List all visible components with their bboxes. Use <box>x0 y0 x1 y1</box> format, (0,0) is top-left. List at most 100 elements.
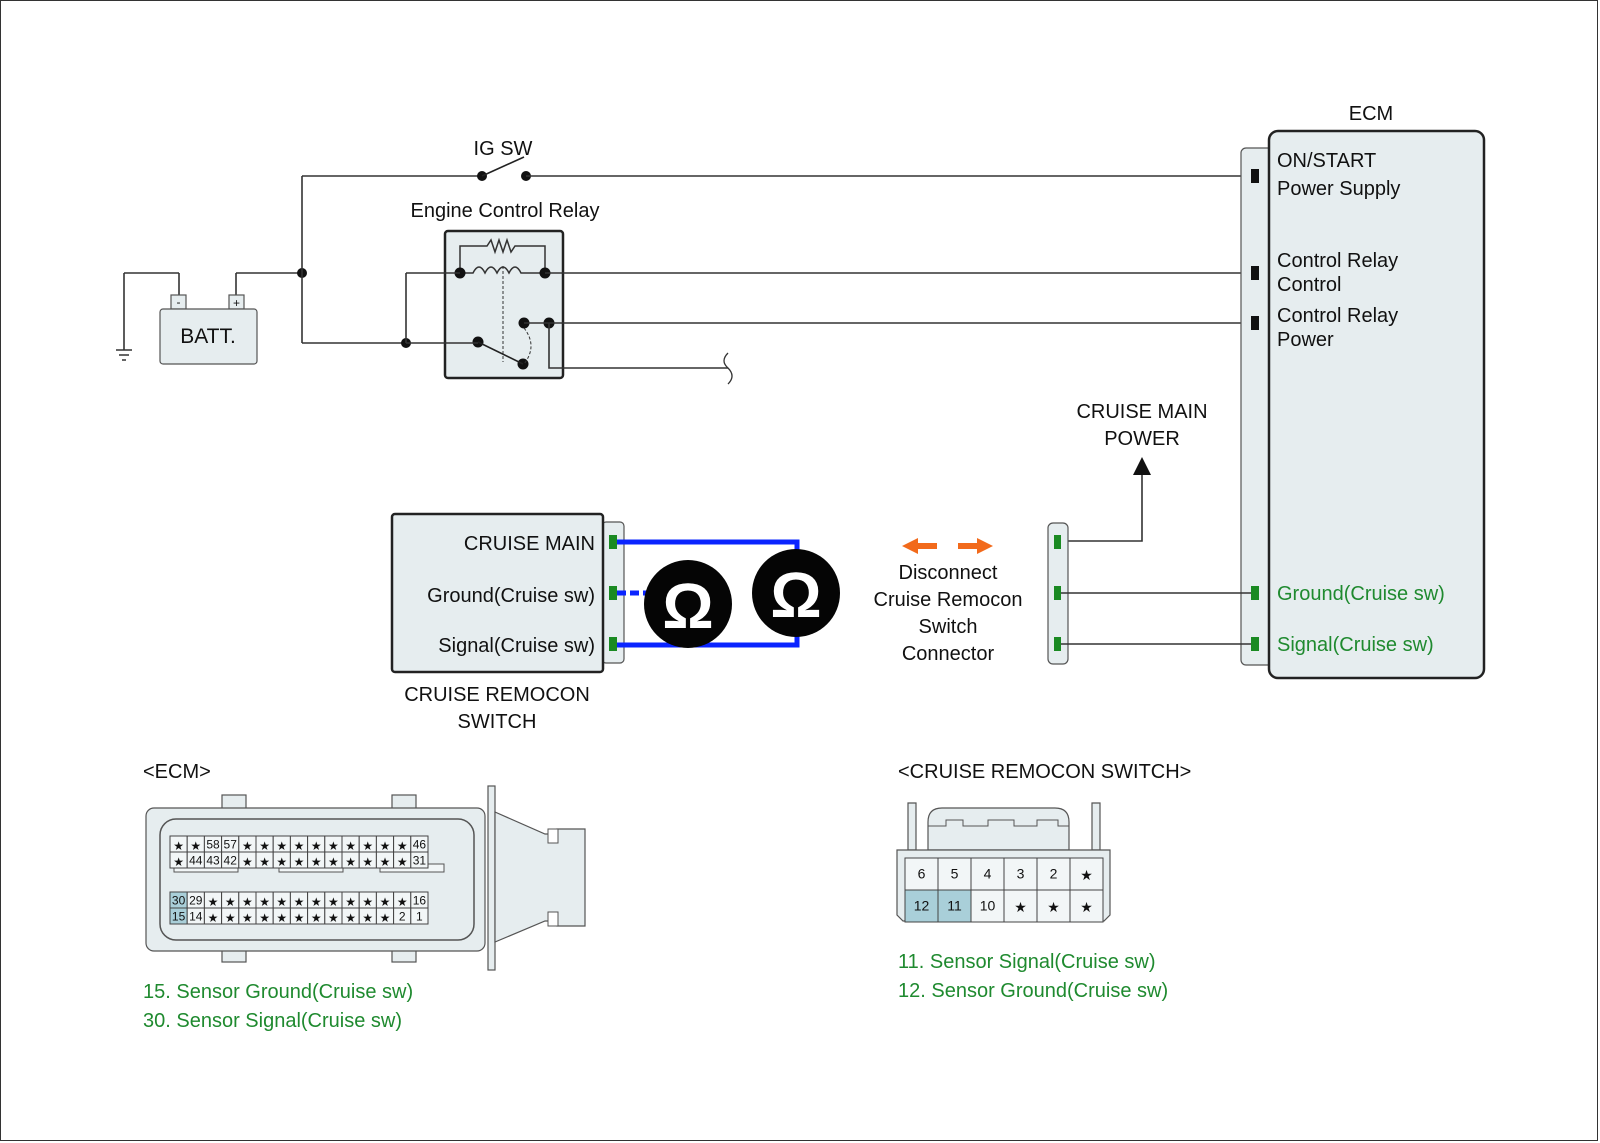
cruise-main-power-label-2: POWER <box>1104 428 1180 450</box>
ecm-pin-label: 43 <box>206 854 220 868</box>
ecm-pin-label: ★ <box>259 839 270 853</box>
disconnect-note-line: Connector <box>902 643 995 665</box>
switch-pin-label: ★ <box>1080 899 1093 915</box>
ecm-pin-label: ★ <box>311 911 322 925</box>
battery-minus-label: - <box>177 295 181 309</box>
disconnect-note: Disconnect Cruise Remocon Switch Connect… <box>874 562 1023 665</box>
cruise-main-power-label: CRUISE MAIN <box>1076 401 1207 423</box>
ecm-pin-label: ★ <box>242 839 253 853</box>
ecm-pin-on-start-2: Power Supply <box>1277 178 1400 200</box>
ecm-pin-label: ★ <box>362 895 373 909</box>
switch-pin-label: 12 <box>914 898 930 914</box>
ecm-pin-label: ★ <box>362 855 373 869</box>
ecm-pin-label: ★ <box>225 911 236 925</box>
switch-pin-cell <box>970 857 1005 891</box>
switch-pin-signal: Signal(Cruise sw) <box>438 635 595 657</box>
ecm-pin-label: ★ <box>328 855 339 869</box>
ohm-symbol: Ω <box>662 570 713 642</box>
ig-switch-label: IG SW <box>474 138 533 160</box>
ecm-pin-label: 1 <box>416 910 423 924</box>
switch-pin-label: 3 <box>1017 866 1025 882</box>
ecm-pin-label: 30 <box>172 894 186 908</box>
ecm-legend-item: 15. Sensor Ground(Cruise sw) <box>143 981 413 1003</box>
switch-pin-label: 2 <box>1050 866 1058 882</box>
ecm-pin-on-start: ON/START <box>1277 150 1376 172</box>
ecm-pin-label: 58 <box>206 838 220 852</box>
switch-pin-cell <box>1036 857 1071 891</box>
disconnect-note-line: Switch <box>919 616 978 638</box>
ecm-pin-label: ★ <box>345 839 356 853</box>
switch-pin-ground: Ground(Cruise sw) <box>427 585 595 607</box>
ecm-pin-label: ★ <box>397 839 408 853</box>
disconnect-note-line: Cruise Remocon <box>874 589 1023 611</box>
ecm-pin-label: ★ <box>362 911 373 925</box>
ecm-pin-label: ★ <box>328 839 339 853</box>
ecm-pin-label: ★ <box>242 855 253 869</box>
ecm-pin-relay-control: Control Relay <box>1277 250 1398 272</box>
arrow-up-icon <box>1133 457 1151 475</box>
ecm-pin-label: ★ <box>173 855 184 869</box>
ecm-pin-label: ★ <box>294 855 305 869</box>
switch-legend-item: 12. Sensor Ground(Cruise sw) <box>898 980 1168 1002</box>
ecm-pin-label: ★ <box>259 855 270 869</box>
switch-pin-cell <box>904 889 939 923</box>
ecm-pin-label: ★ <box>208 895 219 909</box>
ecm-title: ECM <box>1349 103 1393 125</box>
engine-control-relay: Engine Control Relay <box>411 200 600 380</box>
ecm-pin-label: 14 <box>189 910 203 924</box>
ecm-pin-label: 2 <box>399 910 406 924</box>
ohmmeter-icon[interactable]: Ω <box>752 549 840 637</box>
ecm-pin-signal: Signal(Cruise sw) <box>1277 634 1434 656</box>
ground-icon <box>116 273 132 361</box>
ecm-pin-label: ★ <box>208 911 219 925</box>
ecm-pin-label: 57 <box>224 838 238 852</box>
ecm-pin-label: ★ <box>294 911 305 925</box>
switch-pin-label: 11 <box>947 898 962 914</box>
ecm-pin-label: ★ <box>242 895 253 909</box>
cruise-remocon-switch: CRUISE MAIN Ground(Cruise sw) Signal(Cru… <box>390 512 625 733</box>
ecm-connector-title: <ECM> <box>143 761 211 783</box>
ecm-pin-label: ★ <box>225 895 236 909</box>
ecm-pin-relay-control-2: Control <box>1277 274 1341 296</box>
ecm-pin-relay-power: Control Relay <box>1277 305 1398 327</box>
ohm-symbol: Ω <box>770 559 821 631</box>
battery-label: BATT. <box>180 325 236 348</box>
disconnect-arrows-icon <box>902 538 993 554</box>
switch-pin-label: ★ <box>1014 899 1027 915</box>
ecm-pin-label: ★ <box>380 839 391 853</box>
battery: - + BATT. <box>159 294 258 365</box>
switch-pin-main: CRUISE MAIN <box>464 533 595 555</box>
ecm-pin-label: ★ <box>190 839 201 853</box>
switch-legend-item: 11. Sensor Signal(Cruise sw) <box>898 951 1156 973</box>
switch-connector-title: <CRUISE REMOCON SWITCH> <box>898 761 1191 783</box>
ecm-pin-label: ★ <box>276 911 287 925</box>
ecm-pin-label: ★ <box>276 855 287 869</box>
ecm-pin-label: ★ <box>276 839 287 853</box>
ecm-pin-label: ★ <box>380 855 391 869</box>
ecm-pin-label: ★ <box>328 895 339 909</box>
harness-connector <box>1047 522 1069 665</box>
ecm-pin-label: ★ <box>380 895 391 909</box>
switch-pin-cell <box>1069 889 1104 923</box>
ecm-pin-label: ★ <box>294 895 305 909</box>
switch-pin-cell <box>1036 889 1071 923</box>
ecm-pin-label: ★ <box>328 911 339 925</box>
switch-pin-label: 6 <box>918 866 926 882</box>
ecm-pin-cell <box>410 907 429 925</box>
switch-pin-label: 10 <box>980 898 996 914</box>
ecm-module: ECM ON/START Power Supply Control Relay … <box>1240 103 1486 680</box>
ohmmeter-icon[interactable]: Ω <box>644 560 732 648</box>
disconnect-note-line: Disconnect <box>899 562 998 584</box>
ecm-legend-item: 30. Sensor Signal(Cruise sw) <box>143 1010 402 1032</box>
ecm-pin-label: ★ <box>345 895 356 909</box>
ecm-pin-label: 31 <box>413 854 427 868</box>
ecm-pin-label: ★ <box>311 839 322 853</box>
ig-switch: IG SW <box>474 138 533 181</box>
switch-pin-label: 4 <box>984 866 992 882</box>
ecm-pin-label: ★ <box>242 911 253 925</box>
switch-pin-label: ★ <box>1080 867 1093 883</box>
switch-pin-label: ★ <box>1047 899 1060 915</box>
